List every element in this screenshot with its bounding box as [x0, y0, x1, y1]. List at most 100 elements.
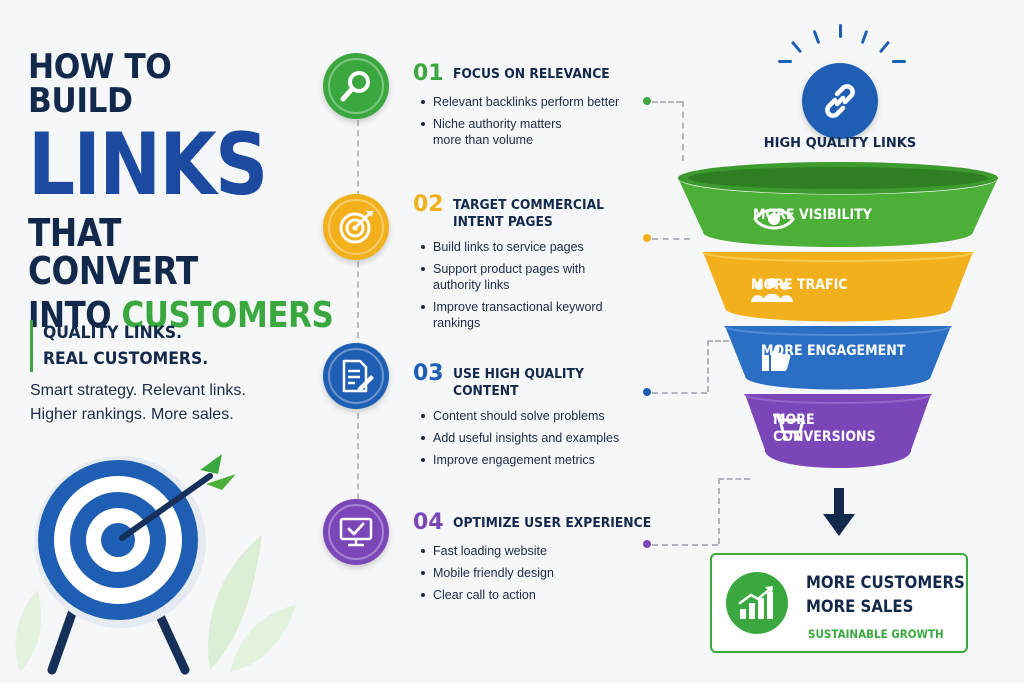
result-badge: [726, 572, 788, 634]
connector-dot: [643, 388, 651, 396]
people-icon: [751, 278, 793, 302]
steps-timeline: [357, 110, 359, 530]
step-heading-line: FOCUS ON RELEVANCE: [453, 67, 610, 82]
step-number: 04: [413, 510, 444, 535]
title-line-4-prefix: INTO: [28, 295, 122, 336]
ray-decoration: [878, 40, 891, 54]
link-icon: [825, 84, 855, 118]
ray-decoration: [892, 60, 906, 63]
title-line-4-highlight: CUSTOMERS: [121, 295, 334, 336]
step-heading: USE HIGH QUALITY CONTENT: [453, 362, 653, 400]
funnel-band-conversions: MORE CONVERSIONS: [773, 412, 887, 446]
step-heading: TARGET COMMERCIAL INTENT PAGES: [453, 193, 604, 231]
target-icon: [339, 211, 373, 244]
funnel-band-label: MORE TRAFIC: [751, 277, 848, 293]
step-heading-line: INTENT PAGES: [453, 215, 553, 230]
conversion-funnel: MORE VISIBILITY MORE TRAFIC MORE ENGAGEM…: [673, 160, 1003, 480]
result-card: MORE CUSTOMERS MORE SALES SUSTAINABLE GR…: [710, 553, 968, 653]
high-quality-links-badge: [802, 63, 878, 139]
connector-line: [652, 544, 718, 546]
step-03-badge: [323, 343, 389, 409]
connector-line: [707, 340, 729, 342]
connector-dot: [643, 540, 651, 548]
connector-line: [718, 478, 720, 544]
tagline: Smart strategy. Relevant links. Higher r…: [30, 379, 290, 427]
funnel-band-label: MORE CONVERSIONS: [773, 412, 876, 446]
ray-decoration: [778, 60, 792, 63]
list-item: Niche authority matters more than volume: [413, 116, 563, 148]
title-block: HOW TO BUILD LINKS THAT CONVERT INTO CUS…: [28, 47, 334, 336]
list-item: Mobile friendly design: [413, 565, 663, 581]
funnel-band-label-line: MORE: [773, 412, 815, 428]
funnel-shape: [678, 162, 998, 468]
connector-dot: [643, 234, 651, 242]
high-quality-links-label: HIGH QUALITY LINKS: [763, 136, 917, 151]
step-02-badge: [323, 194, 389, 260]
step-bullets: Build links to service pages Support pro…: [413, 239, 663, 331]
result-line-1: MORE CUSTOMERS: [806, 573, 965, 593]
ray-decoration: [860, 29, 869, 45]
step-01: 01 FOCUS ON RELEVANCE Relevant backlinks…: [413, 62, 663, 154]
monitor-check-icon: [339, 517, 373, 547]
connector-dot: [643, 97, 651, 105]
ray-decoration: [812, 29, 821, 45]
tagline-line-2: Higher rankings. More sales.: [30, 406, 234, 423]
list-item: Improve engagement metrics: [413, 452, 663, 468]
quality-callout: QUALITY LINKS. REAL CUSTOMERS.: [30, 320, 223, 372]
step-04: 04 OPTIMIZE USER EXPERIENCE Fast loading…: [413, 511, 663, 609]
step-number: 02: [413, 192, 444, 217]
connector-line: [652, 101, 682, 103]
step-heading: FOCUS ON RELEVANCE: [453, 62, 610, 83]
step-bullets: Content should solve problems Add useful…: [413, 408, 663, 468]
connector-line: [707, 340, 709, 392]
magnifier-icon: [340, 71, 370, 102]
tagline-line-1: Smart strategy. Relevant links.: [30, 382, 246, 399]
funnel-band-label: MORE ENGAGEMENT: [761, 343, 906, 359]
ray-decoration: [790, 40, 803, 54]
step-heading-line: TARGET COMMERCIAL: [453, 198, 605, 213]
funnel-band-label: MORE VISIBILITY: [753, 207, 872, 223]
document-pen-icon: [342, 359, 374, 393]
list-item: Content should solve problems: [413, 408, 663, 424]
step-bullets: Fast loading website Mobile friendly des…: [413, 543, 663, 603]
eye-icon: [753, 208, 795, 230]
step-02: 02 TARGET COMMERCIAL INTENT PAGES Build …: [413, 193, 663, 337]
title-line-1: HOW TO BUILD: [28, 47, 172, 121]
quality-line-1: QUALITY LINKS.: [43, 323, 183, 343]
connector-line: [718, 478, 750, 480]
list-item: Build links to service pages: [413, 239, 663, 255]
funnel-band-traffic: MORE TRAFIC: [751, 277, 858, 302]
connector-line: [652, 238, 690, 240]
quality-line-2: REAL CUSTOMERS.: [43, 349, 209, 369]
step-heading-line: OPTIMIZE USER EXPERIENCE: [453, 516, 652, 531]
result-line-2: MORE SALES: [806, 597, 914, 617]
step-03: 03 USE HIGH QUALITY CONTENT Content shou…: [413, 362, 663, 474]
connector-line: [682, 101, 684, 161]
step-number: 01: [413, 61, 444, 86]
funnel-band-label-line: CONVERSIONS: [773, 429, 876, 445]
step-heading: OPTIMIZE USER EXPERIENCE: [453, 511, 651, 532]
title-line-2: LINKS: [28, 115, 268, 215]
list-item: Support product pages with authority lin…: [413, 261, 623, 293]
ray-decoration: [839, 24, 842, 38]
target-arrow-illustration: [15, 454, 296, 675]
funnel-band-engagement: MORE ENGAGEMENT: [761, 343, 921, 371]
step-number: 03: [413, 361, 444, 386]
connector-line: [652, 392, 707, 394]
cart-icon: [773, 413, 805, 441]
step-heading-line: USE HIGH QUALITY CONTENT: [452, 367, 584, 399]
step-bullets: Relevant backlinks perform better Niche …: [413, 94, 663, 148]
result-line-3: SUSTAINABLE GROWTH: [808, 627, 944, 641]
growth-chart-icon: [738, 586, 773, 619]
list-item: Clear call to action: [413, 587, 663, 603]
arrow-down-icon: [823, 488, 855, 536]
list-item: Relevant backlinks perform better: [413, 94, 663, 110]
step-04-badge: [323, 499, 389, 565]
funnel-band-visibility: MORE VISIBILITY: [753, 207, 885, 230]
list-item: Improve transactional keyword rankings: [413, 299, 623, 331]
list-item: Add useful insights and examples: [413, 430, 663, 446]
list-item: Fast loading website: [413, 543, 663, 559]
thumbs-up-icon: [762, 345, 791, 371]
step-01-badge: [323, 53, 389, 119]
